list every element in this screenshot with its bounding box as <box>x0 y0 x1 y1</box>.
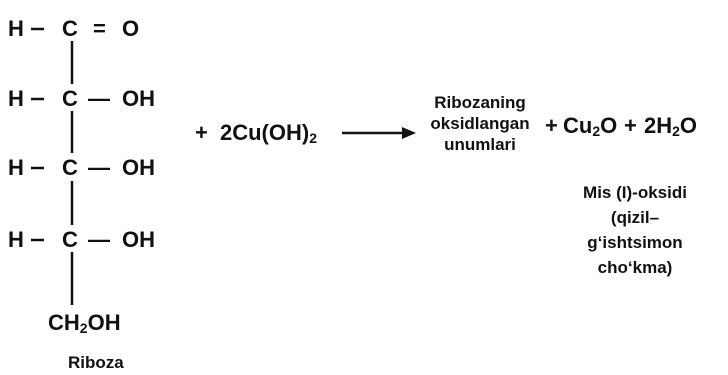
ch2oh-base: CH <box>48 310 80 335</box>
carbon-atom: C <box>62 86 78 111</box>
precipitate-line-3: g‘ishtsimon <box>587 233 683 252</box>
water-formula: 2H2O <box>644 113 698 139</box>
hydrogen-atom: H <box>8 227 24 252</box>
double-bond: = <box>93 16 106 41</box>
water-subscript: 2 <box>672 123 680 139</box>
single-bond: — <box>88 155 110 180</box>
plus-sign: + <box>624 113 637 138</box>
single-bond: — <box>88 227 110 252</box>
precipitate-line-2: (qizil– <box>610 208 660 227</box>
water-rest: O <box>679 113 698 138</box>
hydroxyl-group: OH <box>122 155 155 180</box>
ch2oh-group: CH2OH <box>48 310 121 336</box>
reaction-arrow-head <box>402 127 416 139</box>
cu2o-base: Cu <box>563 113 593 138</box>
ribose-name: Riboza <box>68 353 124 372</box>
hydrogen-atom: H <box>8 16 24 41</box>
single-bond: — <box>88 86 110 111</box>
plus-sign: + <box>195 120 208 145</box>
reagent-formula: 2Cu(OH)2 <box>220 120 318 146</box>
carbon-atom: C <box>62 16 78 41</box>
ch2oh-subscript: 2 <box>79 320 88 336</box>
carbon-atom: C <box>62 227 78 252</box>
ch2oh-rest: OH <box>87 310 121 335</box>
reagent-base: 2Cu(OH) <box>220 120 310 145</box>
reagent-subscript: 2 <box>309 130 318 146</box>
cu2o-subscript: 2 <box>592 123 601 139</box>
products-line-2: oksidlangan <box>430 114 530 133</box>
hydroxyl-group: OH <box>122 86 155 111</box>
hydroxyl-group: OH <box>122 227 155 252</box>
precipitate-line-1: Mis (I)-oksidi <box>583 183 687 202</box>
cu2o-rest: O <box>600 113 618 138</box>
copper-oxide-formula: Cu2O <box>563 113 618 139</box>
hydrogen-atom: H <box>8 86 24 111</box>
precipitate-line-4: cho‘kma) <box>597 258 673 277</box>
aldehyde-oxygen: O <box>122 16 140 41</box>
plus-sign: + <box>545 113 558 138</box>
hydrogen-atom: H <box>8 155 24 180</box>
water-base: 2H <box>644 113 673 138</box>
products-line-1: Ribozaning <box>434 93 526 112</box>
products-line-3: unumlari <box>444 135 516 154</box>
carbon-atom: C <box>62 155 78 180</box>
